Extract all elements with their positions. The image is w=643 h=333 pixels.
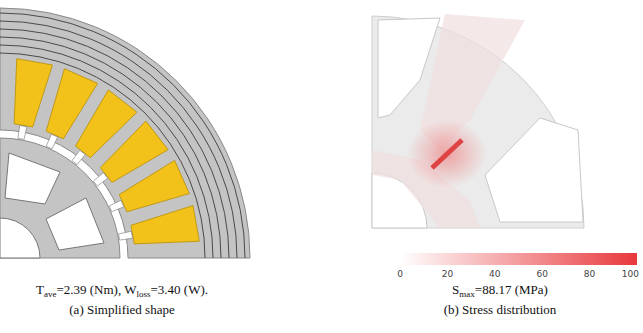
colorbar-tick: 40: [489, 267, 500, 282]
slot-opening: [93, 173, 107, 186]
caption-text: =2.39 (Nm),: [56, 282, 124, 297]
performance-values: Tave=2.39 (Nm), Wloss=3.40 (W).: [36, 282, 208, 302]
caption-text: (a) Simplified shape: [69, 302, 174, 317]
slot-opening: [18, 125, 27, 139]
subscript: ave: [44, 289, 57, 299]
stress-hole: [485, 118, 583, 222]
coil: [46, 69, 97, 139]
caption-text: =3.40 (W).: [151, 282, 209, 297]
slot-opening: [46, 134, 57, 149]
bridge: [432, 140, 462, 168]
stator-core: [0, 8, 250, 258]
motor-section: [0, 8, 250, 258]
colorbar-tick: 100: [622, 267, 639, 282]
caption-text: W: [124, 282, 136, 297]
flux-line: [0, 53, 205, 258]
slot-opening: [119, 231, 133, 240]
slot-opening: [109, 200, 124, 211]
slot-opening: [72, 150, 85, 164]
rotor-core: [0, 138, 120, 258]
flux-lines: [0, 13, 245, 258]
rotor-hole: [46, 198, 104, 250]
subfigure-caption: (b) Stress distribution: [444, 302, 557, 317]
coil: [14, 59, 52, 127]
subscript: loss: [136, 289, 150, 299]
max-stress-value: Smax=88.17 (MPa): [452, 282, 548, 302]
colorbar-tick: 60: [536, 267, 547, 282]
flux-line: [0, 37, 221, 258]
caption-text: T: [36, 282, 44, 297]
caption-text: =88.17 (MPa): [475, 282, 548, 297]
caption-text: (b) Stress distribution: [444, 302, 557, 317]
subscript: max: [459, 289, 475, 299]
subfigure-caption: (a) Simplified shape: [69, 302, 174, 317]
flux-line: [0, 29, 229, 258]
stress-hotspot: [407, 120, 487, 188]
coil: [131, 206, 199, 244]
flux-line: [0, 45, 213, 258]
flux-line: [0, 21, 237, 258]
shaft: [0, 218, 40, 258]
slot-openings: [18, 125, 133, 240]
colorbar-tick: 80: [584, 267, 595, 282]
caption-text: S: [452, 282, 459, 297]
colorbar-tick: 0: [397, 267, 403, 282]
colorbar-tick: 20: [442, 267, 453, 282]
colorbar: [400, 253, 637, 265]
rotor-hole: [5, 153, 60, 204]
stress-map: [372, 14, 637, 265]
flux-line: [0, 13, 245, 258]
